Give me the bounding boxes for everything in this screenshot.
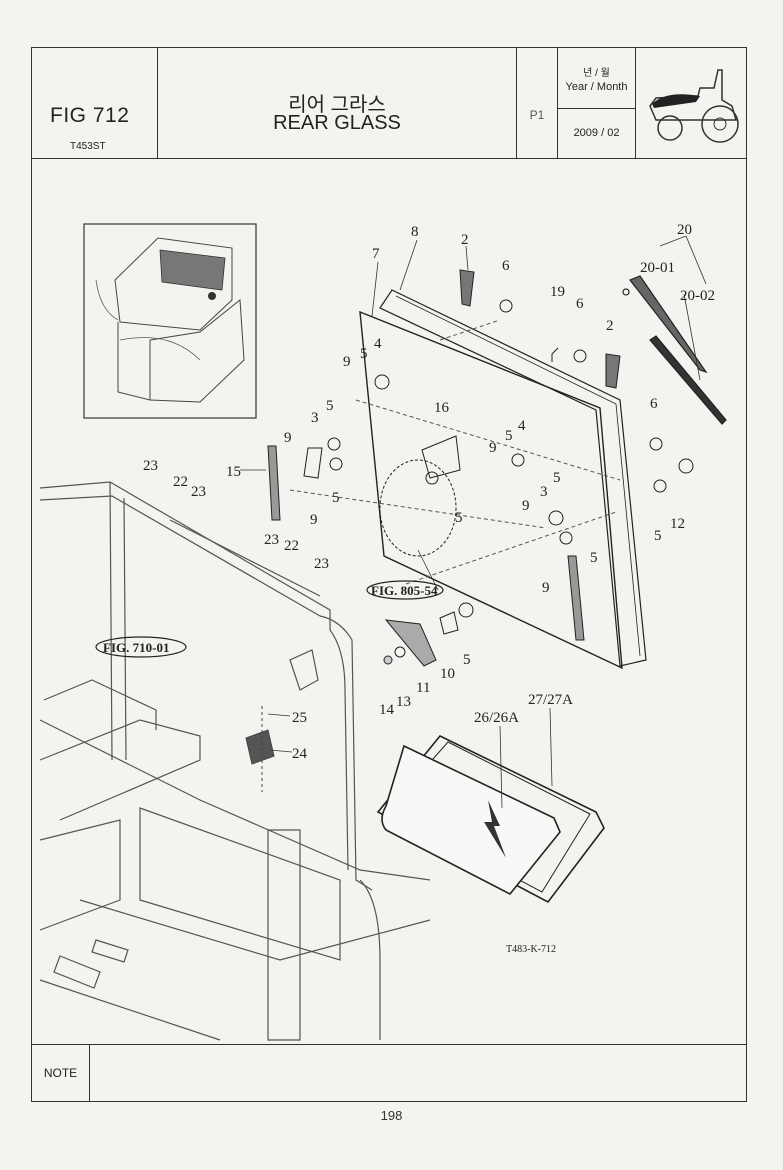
- figure-id: FIG 712: [50, 104, 130, 127]
- callout-5: 5: [463, 652, 471, 668]
- callout-19: 19: [550, 284, 565, 300]
- callout-9: 9: [284, 430, 292, 446]
- callout-9: 9: [310, 512, 318, 528]
- callout-22: 22: [284, 538, 299, 554]
- callout-23: 23: [314, 556, 329, 572]
- callout-12: 12: [670, 516, 685, 532]
- callout-9: 9: [522, 498, 530, 514]
- year-month-english: Year / Month: [565, 81, 628, 93]
- rear-glass-panel: [359, 289, 647, 670]
- issue-date: 2009 / 02: [573, 127, 620, 139]
- callout-20-01: 20-01: [640, 260, 675, 276]
- reference-oval-805-54: [366, 580, 444, 600]
- reference-fig-710-01: FIG. 710-01: [103, 640, 169, 655]
- wiper-assembly: [622, 275, 727, 425]
- page-number: 198: [380, 1108, 403, 1123]
- callout-20-02: 20-02: [680, 288, 715, 304]
- callout-5: 5: [326, 398, 334, 414]
- title-english: REAR GLASS: [273, 112, 401, 134]
- figure-id-cell: FIG 712 T453ST: [32, 48, 158, 158]
- callout-6: 6: [502, 258, 510, 274]
- callout-3: 3: [540, 484, 548, 500]
- tractor-icon-cell: [636, 48, 746, 158]
- divider: [558, 108, 635, 109]
- callout-5: 5: [360, 346, 368, 362]
- callout-23: 23: [143, 458, 158, 474]
- callout-7: 7: [372, 246, 380, 262]
- callout-9: 9: [489, 440, 497, 456]
- page-code-cell: P1: [517, 48, 558, 158]
- callout-labels: 8 7 2 6 20 20-01 20-02 19 6 2 4 5 9 6 5 …: [143, 222, 715, 762]
- callout-5: 5: [455, 510, 463, 526]
- drawing-code: T483-K-712: [506, 944, 556, 955]
- callout-10: 10: [440, 666, 455, 682]
- title-korean: 리어 그라스: [288, 94, 386, 116]
- callout-5: 5: [590, 550, 598, 566]
- spare-glass-panes: [376, 735, 605, 904]
- callout-4: 4: [374, 336, 382, 352]
- callout-3: 3: [311, 410, 319, 426]
- tractor-icon: [649, 69, 739, 143]
- document-frame: FIG 712 T453ST 리어 그라스 REAR GLASS P1 년 / …: [31, 47, 747, 1102]
- model-code: T453ST: [70, 141, 106, 152]
- callout-2: 2: [606, 318, 614, 334]
- callout-9: 9: [542, 580, 550, 596]
- callout-4: 4: [518, 418, 526, 434]
- callout-13: 13: [396, 694, 411, 710]
- reference-oval-710-01: [95, 636, 187, 658]
- callout-8: 8: [411, 224, 419, 240]
- callout-26-26a: 26/26A: [474, 710, 519, 726]
- year-month-cell: 년 / 월 Year / Month 2009 / 02: [558, 48, 636, 158]
- reference-fig-805-54: FIG. 805-54: [371, 583, 438, 598]
- header-block: FIG 712 T453ST 리어 그라스 REAR GLASS P1 년 / …: [32, 48, 746, 159]
- callout-9: 9: [343, 354, 351, 370]
- callout-14: 14: [379, 702, 395, 718]
- cab-rear-mount-detail: [245, 706, 275, 792]
- figure-references: FIG. 805-54 FIG. 710-01: [95, 580, 444, 658]
- note-row: NOTE: [32, 1044, 746, 1101]
- callout-20: 20: [677, 222, 692, 238]
- callout-6: 6: [576, 296, 584, 312]
- callout-27-27a: 27/27A: [528, 692, 573, 708]
- cab-inset-illustration: [83, 223, 257, 419]
- page-code: P1: [529, 108, 545, 122]
- title-cell: 리어 그라스 REAR GLASS: [158, 48, 517, 158]
- callout-6: 6: [650, 396, 658, 412]
- callout-15: 15: [226, 464, 241, 480]
- hinge-and-fastener-parts: [267, 269, 694, 667]
- callout-5: 5: [505, 428, 513, 444]
- callout-23: 23: [264, 532, 279, 548]
- callout-5: 5: [553, 470, 561, 486]
- cab-frame-structure: [39, 481, 431, 1041]
- callout-16: 16: [434, 400, 450, 416]
- note-label: NOTE: [32, 1045, 90, 1101]
- callout-5: 5: [332, 490, 340, 506]
- callout-11: 11: [416, 680, 430, 696]
- callout-24: 24: [292, 746, 308, 762]
- callout-2: 2: [461, 232, 469, 248]
- callout-25: 25: [292, 710, 307, 726]
- leader-lines: [240, 235, 707, 809]
- callout-22: 22: [173, 474, 188, 490]
- callout-23: 23: [191, 484, 206, 500]
- year-month-korean: 년 / 월: [583, 68, 610, 79]
- callout-5: 5: [654, 528, 662, 544]
